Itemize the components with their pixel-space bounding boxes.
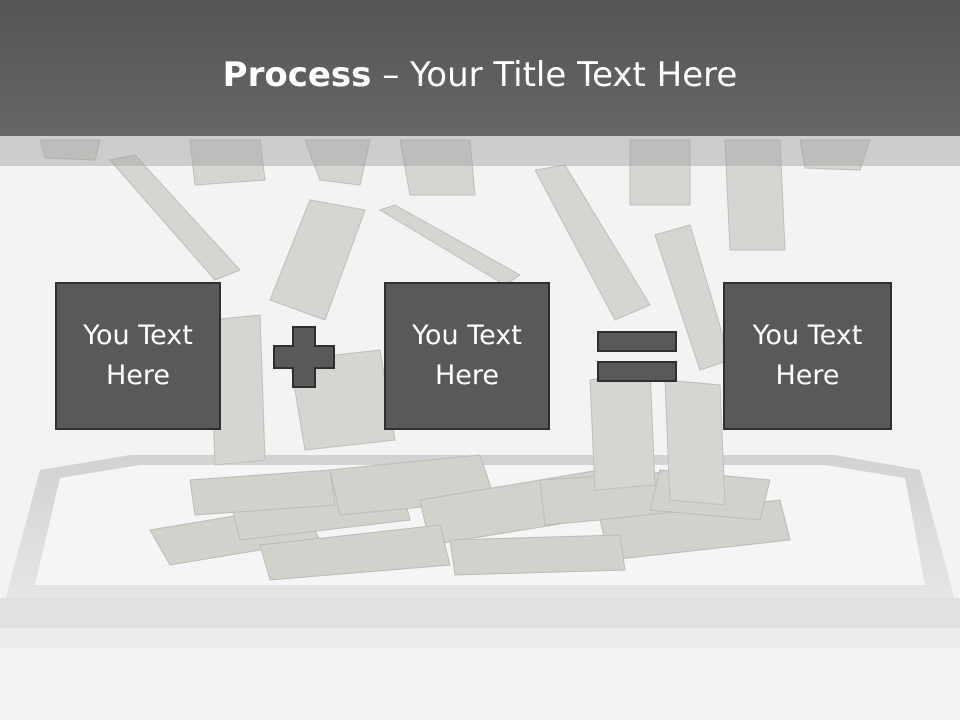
plus-icon — [273, 326, 335, 388]
box-3-line-2: Here — [775, 360, 840, 391]
title-dash: – — [371, 55, 411, 95]
equals-icon — [597, 331, 677, 382]
title-rest: Your Title Text Here — [410, 55, 738, 95]
box-2-line-2: Here — [434, 360, 500, 391]
title-bold: Process — [222, 55, 372, 95]
box-3-line-1: You Text — [752, 320, 863, 351]
title-bar — [0, 0, 960, 136]
box-1-line-1: You Text — [83, 320, 193, 351]
box-1-line-2: Here — [105, 360, 171, 391]
slide-title: Process – Your Title Text Here — [0, 52, 960, 98]
title-band — [0, 136, 960, 166]
box-2-line-1: You Text — [412, 320, 522, 351]
